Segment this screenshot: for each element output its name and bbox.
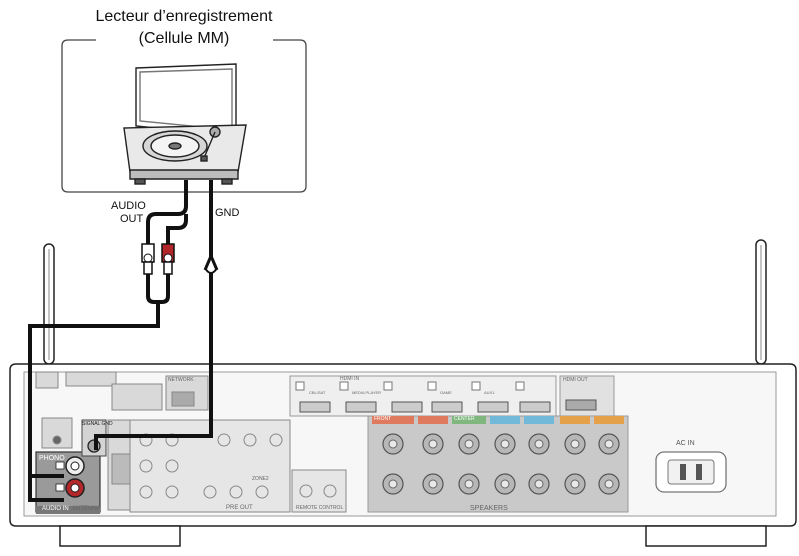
rca-plug-left-icon bbox=[142, 244, 154, 274]
input-label-4: AUX1 bbox=[484, 390, 494, 395]
rca-plug-right-icon bbox=[162, 244, 174, 274]
audio-out-label-line2: OUT bbox=[120, 213, 143, 226]
network-label: NETWORK bbox=[168, 377, 194, 383]
audio-in-label: AUDIO IN bbox=[42, 506, 69, 512]
hdmi-in-label: HDMI IN bbox=[340, 376, 359, 382]
signal-gnd-label: SIGNAL GND bbox=[82, 421, 113, 427]
input-label-2: MEDIA PLAYER bbox=[352, 390, 381, 395]
cable-audio-right bbox=[168, 214, 186, 246]
ac-in-socket bbox=[656, 452, 726, 492]
speakers-label: SPEAKERS bbox=[470, 505, 508, 512]
pre-out-label: PRE OUT bbox=[226, 505, 253, 511]
front-label: FRONT bbox=[374, 416, 391, 422]
spade-terminal-icon bbox=[205, 256, 217, 273]
input-label-1: CBL/SAT bbox=[309, 390, 325, 395]
hdmi-out-label: HDMI OUT bbox=[563, 377, 588, 383]
left-antenna-icon bbox=[44, 244, 54, 364]
device-title-line1: Lecteur d’enregistrement bbox=[34, 7, 334, 27]
turntable-icon bbox=[124, 64, 246, 184]
antenna-label: ANTENNA bbox=[72, 506, 101, 512]
phono-label: PHONO bbox=[39, 455, 65, 462]
audio-out-label-line1: AUDIO bbox=[111, 200, 146, 213]
gnd-label: GND bbox=[215, 207, 239, 220]
zone2-label: ZONE2 bbox=[252, 476, 269, 482]
remote-control-label: REMOTE CONTROL bbox=[296, 505, 343, 511]
device-title-line2: (Cellule MM) bbox=[34, 29, 334, 49]
center-label: CENTER bbox=[454, 416, 475, 422]
right-antenna-icon bbox=[756, 240, 766, 364]
ac-in-label: AC IN bbox=[676, 440, 695, 447]
input-label-3: GAME bbox=[440, 390, 452, 395]
speaker-terminals bbox=[368, 416, 628, 512]
